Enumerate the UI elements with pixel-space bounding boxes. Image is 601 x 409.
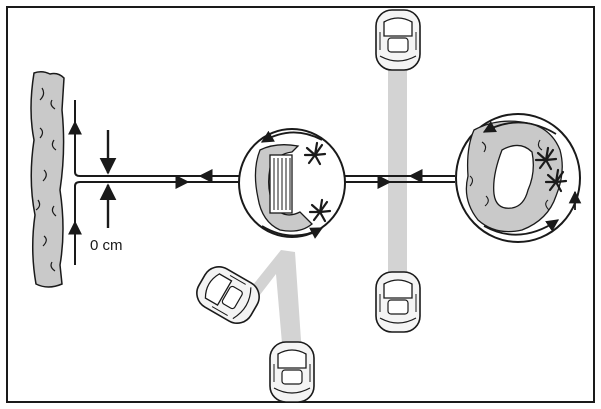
gap-label: 0 cm [90, 237, 123, 254]
mower-right-bottom [375, 271, 421, 333]
mower-left [190, 260, 266, 330]
wire-direction-arrows [68, 120, 430, 240]
island-rock-garden [455, 113, 582, 243]
mower-top [375, 9, 421, 71]
island-bench [238, 128, 346, 239]
boundary-wire [74, 100, 455, 265]
stone-wall [30, 70, 65, 288]
mower-bottom [269, 341, 315, 403]
mower-corridor-diagonal [244, 250, 302, 355]
mower-corridor-vertical [388, 55, 407, 305]
